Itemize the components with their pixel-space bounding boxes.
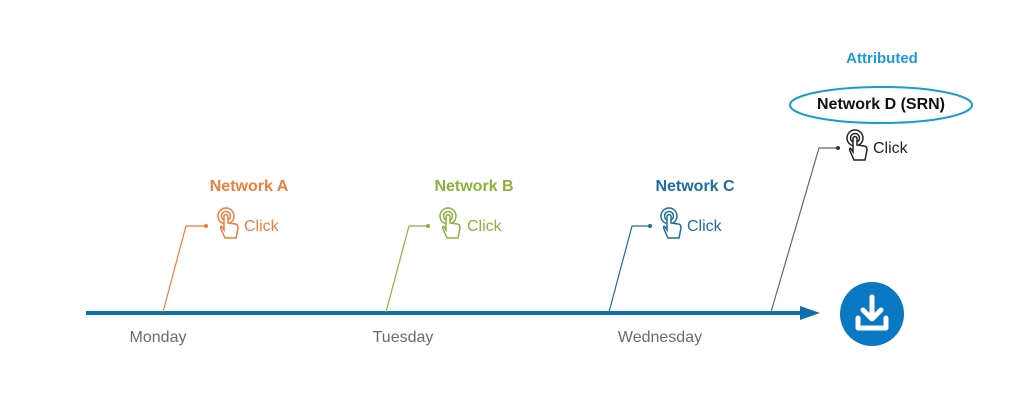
- click-label-network-b: Click: [467, 218, 502, 235]
- connector-network-d: [770, 147, 838, 313]
- click-label-network-c: Click: [687, 218, 722, 235]
- connector-dot-network-d: [836, 146, 840, 150]
- connector-network-c: [608, 225, 650, 313]
- connector-dot-network-b: [426, 224, 430, 228]
- connector-dot-network-c: [648, 224, 652, 228]
- connector-dot-network-a: [204, 224, 208, 228]
- hand-pointer-touch-icon: [217, 207, 239, 239]
- connector-network-a: [162, 225, 206, 313]
- network-a-label: Network A: [209, 178, 289, 195]
- attributed-network-ellipse: [789, 86, 973, 124]
- download-icon: [855, 294, 889, 331]
- day-label-tuesday: Tuesday: [372, 329, 434, 346]
- network-d-label: Network D (SRN): [816, 96, 946, 113]
- download-button[interactable]: [840, 282, 904, 346]
- click-label-network-d: Click: [873, 140, 908, 157]
- hand-pointer-touch-icon: [439, 207, 461, 239]
- connector-network-b: [385, 225, 428, 313]
- network-b-label: Network B: [434, 178, 514, 195]
- hand-pointer-touch-icon: [660, 207, 682, 239]
- click-label-network-a: Click: [244, 218, 279, 235]
- day-label-monday: Monday: [129, 329, 187, 346]
- day-label-wednesday: Wednesday: [617, 329, 703, 346]
- hand-pointer-touch-icon: [846, 129, 868, 161]
- attributed-label: Attributed: [846, 50, 918, 67]
- timeline-arrowhead: [800, 306, 820, 320]
- network-c-label: Network C: [655, 178, 735, 195]
